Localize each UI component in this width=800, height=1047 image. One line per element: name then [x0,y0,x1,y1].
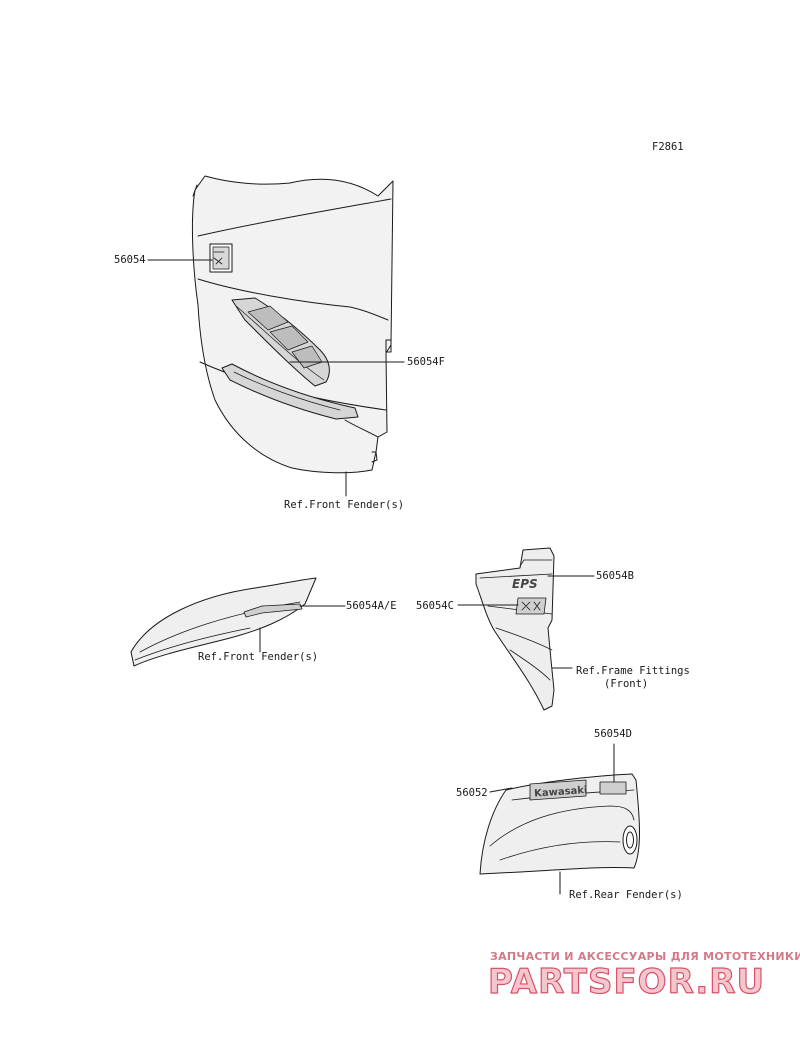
decal-lower-stripe [221,363,359,420]
label-56052: 56052 [456,787,488,799]
frame-fitting-front [475,547,555,711]
label-ref-front-fender-2: Ref.Front Fender(s) [198,651,319,663]
label-ref-rear-fender: Ref.Rear Fender(s) [569,889,683,901]
label-ref-frame-fittings: Ref.Frame Fittings [576,665,690,677]
watermark-tagline: ЗАПЧАСТИ И АКСЕССУАРЫ ДЛЯ МОТОТЕХНИКИ [490,950,800,963]
watermark-logo: PARTSFOR.RU [487,961,766,1002]
label-ref-front-fender-1: Ref.Front Fender(s) [284,499,405,511]
label-56054B: 56054B [596,570,634,582]
label-56054C: 56054C [416,600,454,612]
eps-decal-text: EPS [512,577,538,591]
label-56054: 56054 [114,254,146,266]
decal-56052 [529,779,587,801]
leader-56052 [489,787,513,793]
front-fender-strip [130,577,317,667]
decal-56054 [209,243,233,273]
decal-56054C [515,597,547,615]
label-ref-frame-fittings-sub: (Front) [604,678,649,690]
kawasaki-decal-text: Kawasaki [534,785,588,800]
decal-56054F [231,297,330,387]
decal-56054D [599,781,627,795]
label-56054D: 56054D [594,728,632,740]
figure-code: F2861 [652,141,684,153]
label-56054F: 56054F [407,356,445,368]
label-56054AE: 56054A/E [346,600,397,612]
